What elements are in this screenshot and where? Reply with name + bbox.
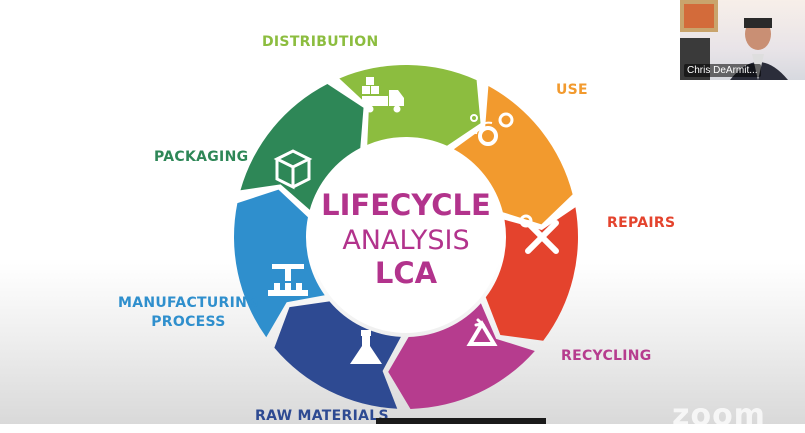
center-title-line3: LCA <box>375 256 438 290</box>
segment-raw <box>274 301 401 409</box>
participant-video-tile[interactable]: Chris DeArmit... <box>680 0 805 80</box>
stage-label-manufacturing-line1: MANUFACTURING <box>118 295 259 311</box>
zoom-watermark: zoom <box>672 398 766 433</box>
caption-strip <box>376 418 546 424</box>
segment-recycling <box>388 303 535 409</box>
stage-label-raw-materials: RAW MATERIALS <box>255 408 389 424</box>
stage-label-use: USE <box>556 82 588 98</box>
segment-use <box>453 86 573 225</box>
stage-label-repairs: REPAIRS <box>607 215 676 231</box>
center-circle <box>310 141 502 333</box>
truck-icon <box>362 77 404 113</box>
stage-label-recycling: RECYCLING <box>561 348 652 364</box>
lifecycle-wheel: LIFECYCLE ANALYSIS LCA <box>233 65 578 409</box>
box-icon <box>273 149 313 190</box>
segment-distribution <box>339 65 481 146</box>
stage-label-distribution: DISTRIBUTION <box>262 34 379 50</box>
center-title-line2: ANALYSIS <box>342 225 469 256</box>
stage-label-manufacturing-line2: PROCESS <box>151 314 226 330</box>
tools-icon <box>519 214 559 254</box>
segment-repairs <box>485 207 578 341</box>
segment-manufacturing <box>233 189 325 338</box>
center-title-line1: LIFECYCLE <box>321 188 491 222</box>
stage-label-manufacturing: MANUFACTURING PROCESS <box>118 294 259 332</box>
gears-icon <box>470 112 514 146</box>
robot-arm-icon <box>268 264 308 296</box>
segment-packaging <box>240 84 364 210</box>
presentation-slide: LIFECYCLE ANALYSIS LCA <box>118 0 805 424</box>
recycle-icon <box>466 318 498 346</box>
flask-icon <box>350 330 382 364</box>
stage-label-packaging: PACKAGING <box>154 149 249 165</box>
participant-name: Chris DeArmit... <box>684 64 761 77</box>
